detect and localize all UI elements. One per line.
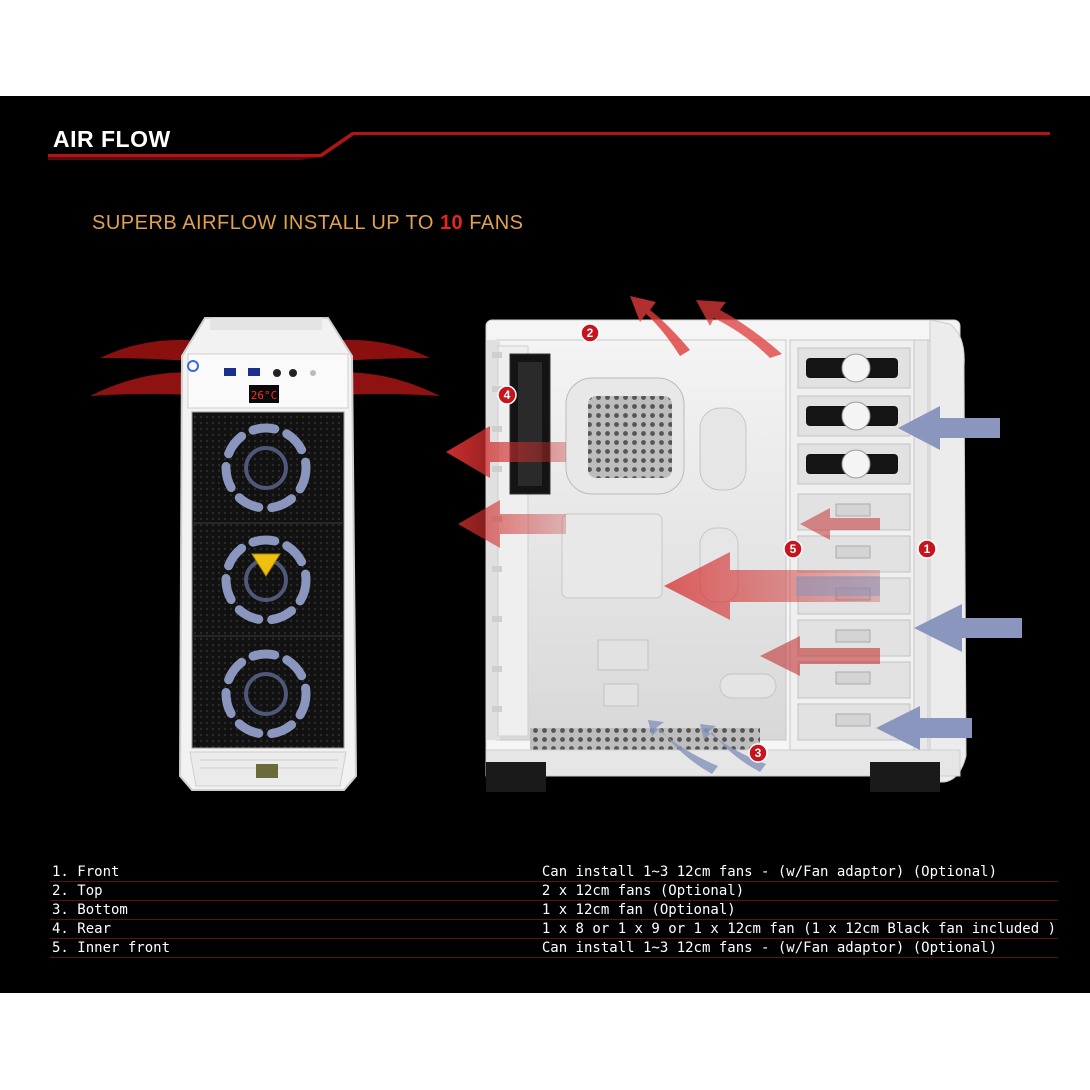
bottom-intake-arrow [700, 724, 766, 772]
usb-port-icon [248, 368, 260, 376]
front-fan-swirl-bottom [221, 649, 311, 739]
top-exhaust-arrow [696, 300, 782, 358]
table-row: 2. Top 2 x 12cm fans (Optional) [50, 881, 1058, 901]
temperature-display: 26°C [251, 389, 278, 402]
spec-label: 4. Rear [50, 919, 540, 939]
table-row: 4. Rear 1 x 8 or 1 x 9 or 1 x 12cm fan (… [50, 919, 1058, 939]
headline-suffix: FANS [463, 212, 524, 234]
headline: SUPERB AIRFLOW INSTALL UP TO 10 FANS [92, 212, 523, 235]
marker-top: 2 [580, 323, 600, 343]
marker-front: 1 [917, 539, 937, 559]
headline-number: 10 [439, 212, 464, 234]
airflow-panel: AIR FLOW SUPERB AIRFLOW INSTALL UP TO 10… [0, 96, 1090, 993]
rear-exhaust-arrow [458, 500, 566, 548]
svg-text:3: 3 [755, 746, 762, 760]
spec-value: 1 x 12cm fan (Optional) [539, 900, 1058, 920]
airflow-arrows [446, 296, 1022, 774]
front-fan-swirl-top [221, 423, 311, 513]
front-intake-arrow [876, 706, 972, 750]
audio-jack-icon [289, 369, 297, 377]
spec-value: 1 x 8 or 1 x 9 or 1 x 12cm fan (1 x 12cm… [539, 919, 1058, 939]
svg-text:5: 5 [790, 542, 797, 556]
rear-exhaust-arrow [446, 426, 566, 478]
svg-text:1: 1 [924, 542, 931, 556]
spec-value: Can install 1~3 12cm fans - (w/Fan adapt… [539, 938, 1058, 958]
drive-bay-rails [806, 353, 898, 479]
top-exhaust-arrow [630, 296, 690, 356]
section-title: AIR FLOW [53, 126, 171, 152]
marker-inner-front: 5 [783, 539, 803, 559]
side-case [485, 319, 967, 792]
internal-airflow-arrow [664, 552, 880, 620]
spec-label: 5. Inner front [50, 938, 540, 958]
brand-logo-icon [251, 553, 281, 577]
headline-prefix: SUPERB AIRFLOW INSTALL UP TO [92, 212, 440, 234]
marker-bottom: 3 [748, 743, 768, 763]
spec-label: 2. Top [50, 881, 540, 901]
case-illustration: 26°C [90, 296, 1022, 792]
spec-label: 3. Bottom [50, 900, 540, 920]
spec-value: Can install 1~3 12cm fans - (w/Fan adapt… [539, 863, 1058, 882]
svg-text:4: 4 [504, 388, 511, 402]
table-row: 5. Inner front Can install 1~3 12cm fans… [50, 938, 1058, 958]
bottom-intake-arrow [648, 720, 718, 774]
audio-jack-icon [273, 369, 281, 377]
svg-text:2: 2 [587, 326, 594, 340]
front-intake-arrow [914, 604, 1022, 652]
table-row: 1. Front Can install 1~3 12cm fans - (w/… [50, 863, 1058, 882]
spec-label: 1. Front [50, 863, 540, 882]
front-case: 26°C [90, 317, 440, 791]
fan-spec-table: 1. Front Can install 1~3 12cm fans - (w/… [50, 863, 1058, 958]
marker-rear: 4 [497, 385, 517, 405]
front-intake-arrow [898, 406, 1000, 450]
table-row: 3. Bottom 1 x 12cm fan (Optional) [50, 900, 1058, 920]
spec-value: 2 x 12cm fans (Optional) [539, 881, 1058, 901]
header-accent-lines [48, 132, 1050, 160]
usb-port-icon [224, 368, 236, 376]
power-icon [187, 360, 199, 372]
